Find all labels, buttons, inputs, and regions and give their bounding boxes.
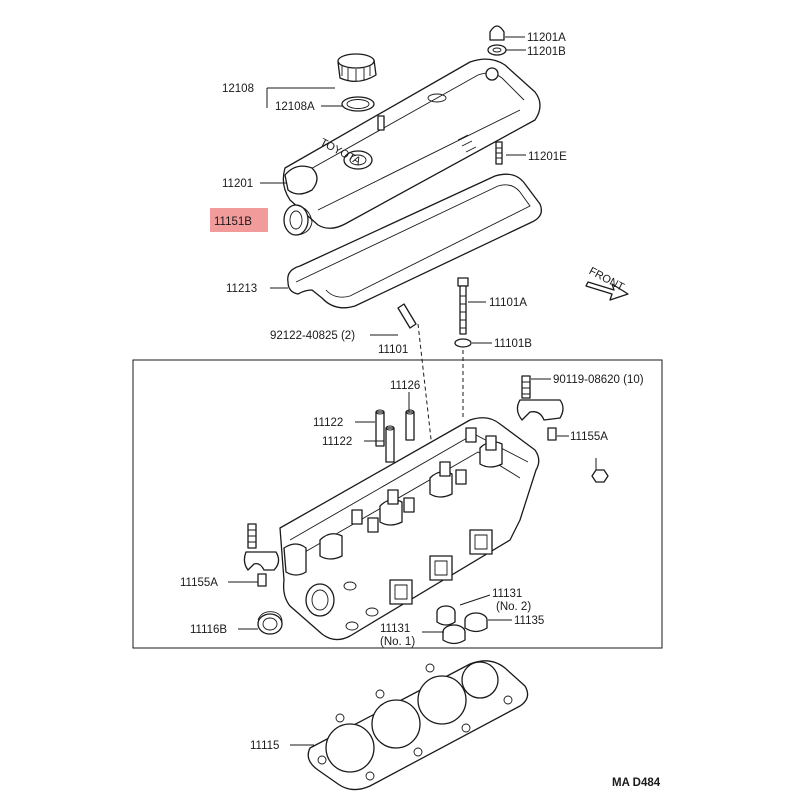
label-11115: 11115 — [250, 740, 279, 752]
valve-cover-gasket — [287, 173, 543, 309]
cylinder-head — [279, 417, 540, 641]
nut-right — [591, 469, 609, 483]
stud-92122 — [397, 303, 417, 329]
valve-lifters — [436, 605, 488, 645]
label-11126: 11126 — [390, 380, 420, 392]
washer-11101B — [454, 338, 472, 348]
stud-11201E — [495, 141, 503, 165]
label-11201E: 11201E — [528, 151, 567, 163]
seal-11116B — [257, 611, 283, 635]
label-11201A: 11201A — [527, 32, 566, 44]
label-11131-no1: 11131 — [380, 623, 410, 635]
label-11122-a: 11122 — [313, 417, 343, 429]
leader-lines — [228, 36, 597, 746]
label-11151B: 11151B — [214, 216, 252, 228]
label-11135: 11135 — [514, 615, 544, 627]
callouts: 12108 12108A 11201A 11201B 11201E 11201 … — [180, 32, 661, 789]
label-90119: 90119-08620 (10) — [553, 374, 644, 386]
valve-guide-bushings — [375, 409, 415, 463]
label-11155A-left: 11155A — [180, 577, 218, 589]
label-92122: 92122-40825 (2) — [270, 330, 355, 342]
cylinder-head-frame — [132, 359, 663, 649]
label-11213: 11213 — [226, 283, 257, 295]
label-11101B: 11101B — [494, 338, 532, 350]
label-11155A-right: 11155A — [570, 431, 608, 443]
label-11201B: 11201B — [527, 46, 566, 58]
cap-nut-11201A — [489, 25, 505, 41]
bearing-cap-left — [243, 523, 280, 587]
label-11122-b: 11122 — [322, 436, 352, 448]
seal-11151B — [283, 204, 313, 236]
label-11116B: 11116B — [190, 624, 227, 636]
label-12108A: 12108A — [275, 101, 315, 113]
label-11131-no2: 11131 — [492, 588, 522, 600]
cover-stud — [377, 115, 385, 131]
bearing-cap-right — [516, 375, 564, 441]
oil-filler-cap — [337, 53, 377, 82]
bolt-11101A — [457, 277, 469, 335]
label-11201: 11201 — [222, 178, 253, 190]
label-11101: 11101 — [378, 344, 408, 356]
head-gasket — [307, 660, 529, 791]
front-arrow: FRONT — [585, 265, 629, 301]
highlight-11151B — [210, 208, 268, 232]
label-11131-no1-sub: (No. 1) — [380, 636, 415, 648]
washer-11201B — [487, 44, 507, 56]
label-11101A: 11101A — [489, 297, 527, 309]
filler-cap-gasket — [341, 96, 375, 112]
valve-cover: TOYOTA — [282, 58, 541, 229]
label-11131-no2-sub: (No. 2) — [496, 601, 531, 613]
label-12108: 12108 — [222, 83, 254, 95]
diagram-code: MA D484 — [612, 777, 661, 789]
